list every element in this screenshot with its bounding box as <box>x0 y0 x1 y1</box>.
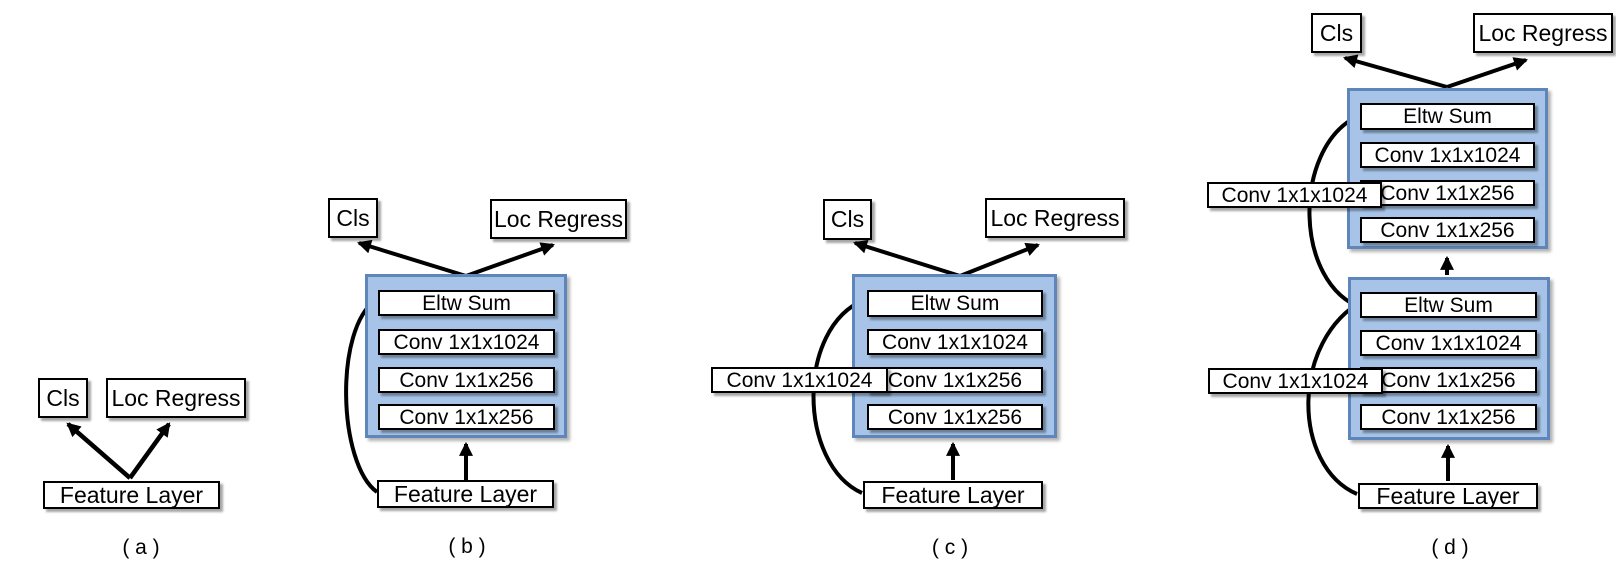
skip-curve-d-lower <box>1306 298 1365 496</box>
conv-256-box: Conv 1x1x256 <box>867 367 1043 393</box>
eltw-sum-box: Eltw Sum <box>378 290 555 316</box>
skip-conv-1024-box: Conv 1x1x1024 <box>1207 182 1382 208</box>
arrow-c-block-to-cls <box>852 239 961 278</box>
conv-256-box: Conv 1x1x256 <box>867 404 1043 430</box>
wires-d <box>1306 54 1528 496</box>
wires-b <box>344 239 555 494</box>
eltw-sum-box: Eltw Sum <box>1360 103 1535 130</box>
conv-1024-box: Conv 1x1x1024 <box>1360 330 1537 356</box>
conv-256-box: Conv 1x1x256 <box>1360 404 1537 430</box>
caption-c: ( c ) <box>931 536 969 559</box>
skip-curve-c <box>811 298 865 495</box>
arrow-a-feature-to-loc <box>128 422 171 480</box>
conv-256-box: Conv 1x1x256 <box>378 404 555 430</box>
skip-conv-1024-box: Conv 1x1x1024 <box>711 367 888 393</box>
conv-256-box: Conv 1x1x256 <box>1360 217 1535 243</box>
caption-b: ( b ) <box>448 535 486 558</box>
feature-layer-box: Feature Layer <box>43 481 220 509</box>
loc-regress-box: Loc Regress <box>106 378 246 418</box>
caption-a: ( a ) <box>122 536 160 559</box>
conv-1024-box: Conv 1x1x1024 <box>1360 142 1535 168</box>
feature-layer-box: Feature Layer <box>1358 483 1538 509</box>
wires-c <box>811 239 1040 495</box>
conv-256-box: Conv 1x1x256 <box>1360 180 1535 206</box>
conv-256-box: Conv 1x1x256 <box>1360 367 1537 393</box>
cls-box: Cls <box>328 198 378 238</box>
arrow-a-feature-to-cls <box>66 422 132 480</box>
wires-a <box>66 422 171 480</box>
arrow-c-block-to-loc <box>959 242 1040 278</box>
arrow-b-block-to-loc <box>465 242 555 278</box>
skip-curve-b <box>344 298 379 494</box>
skip-curve-d-upper <box>1307 115 1363 310</box>
feature-layer-box: Feature Layer <box>377 480 554 508</box>
arrow-b-block-to-cls <box>356 239 467 278</box>
eltw-sum-box: Eltw Sum <box>1360 292 1537 318</box>
loc-regress-box: Loc Regress <box>490 199 627 239</box>
cls-box: Cls <box>1311 13 1362 53</box>
arrow-d-block-to-cls <box>1342 54 1448 89</box>
cls-box: Cls <box>38 378 88 418</box>
conv-1024-box: Conv 1x1x1024 <box>378 329 555 355</box>
cls-box: Cls <box>823 199 872 240</box>
loc-regress-box: Loc Regress <box>1473 13 1613 53</box>
loc-regress-box: Loc Regress <box>985 198 1125 238</box>
caption-d: ( d ) <box>1431 536 1469 559</box>
conv-1024-box: Conv 1x1x1024 <box>867 329 1043 355</box>
eltw-sum-box: Eltw Sum <box>867 290 1043 317</box>
arrow-d-block-to-loc <box>1446 57 1528 89</box>
feature-layer-box: Feature Layer <box>863 481 1043 509</box>
skip-conv-1024-box: Conv 1x1x1024 <box>1208 368 1383 394</box>
conv-256-box: Conv 1x1x256 <box>378 367 555 393</box>
